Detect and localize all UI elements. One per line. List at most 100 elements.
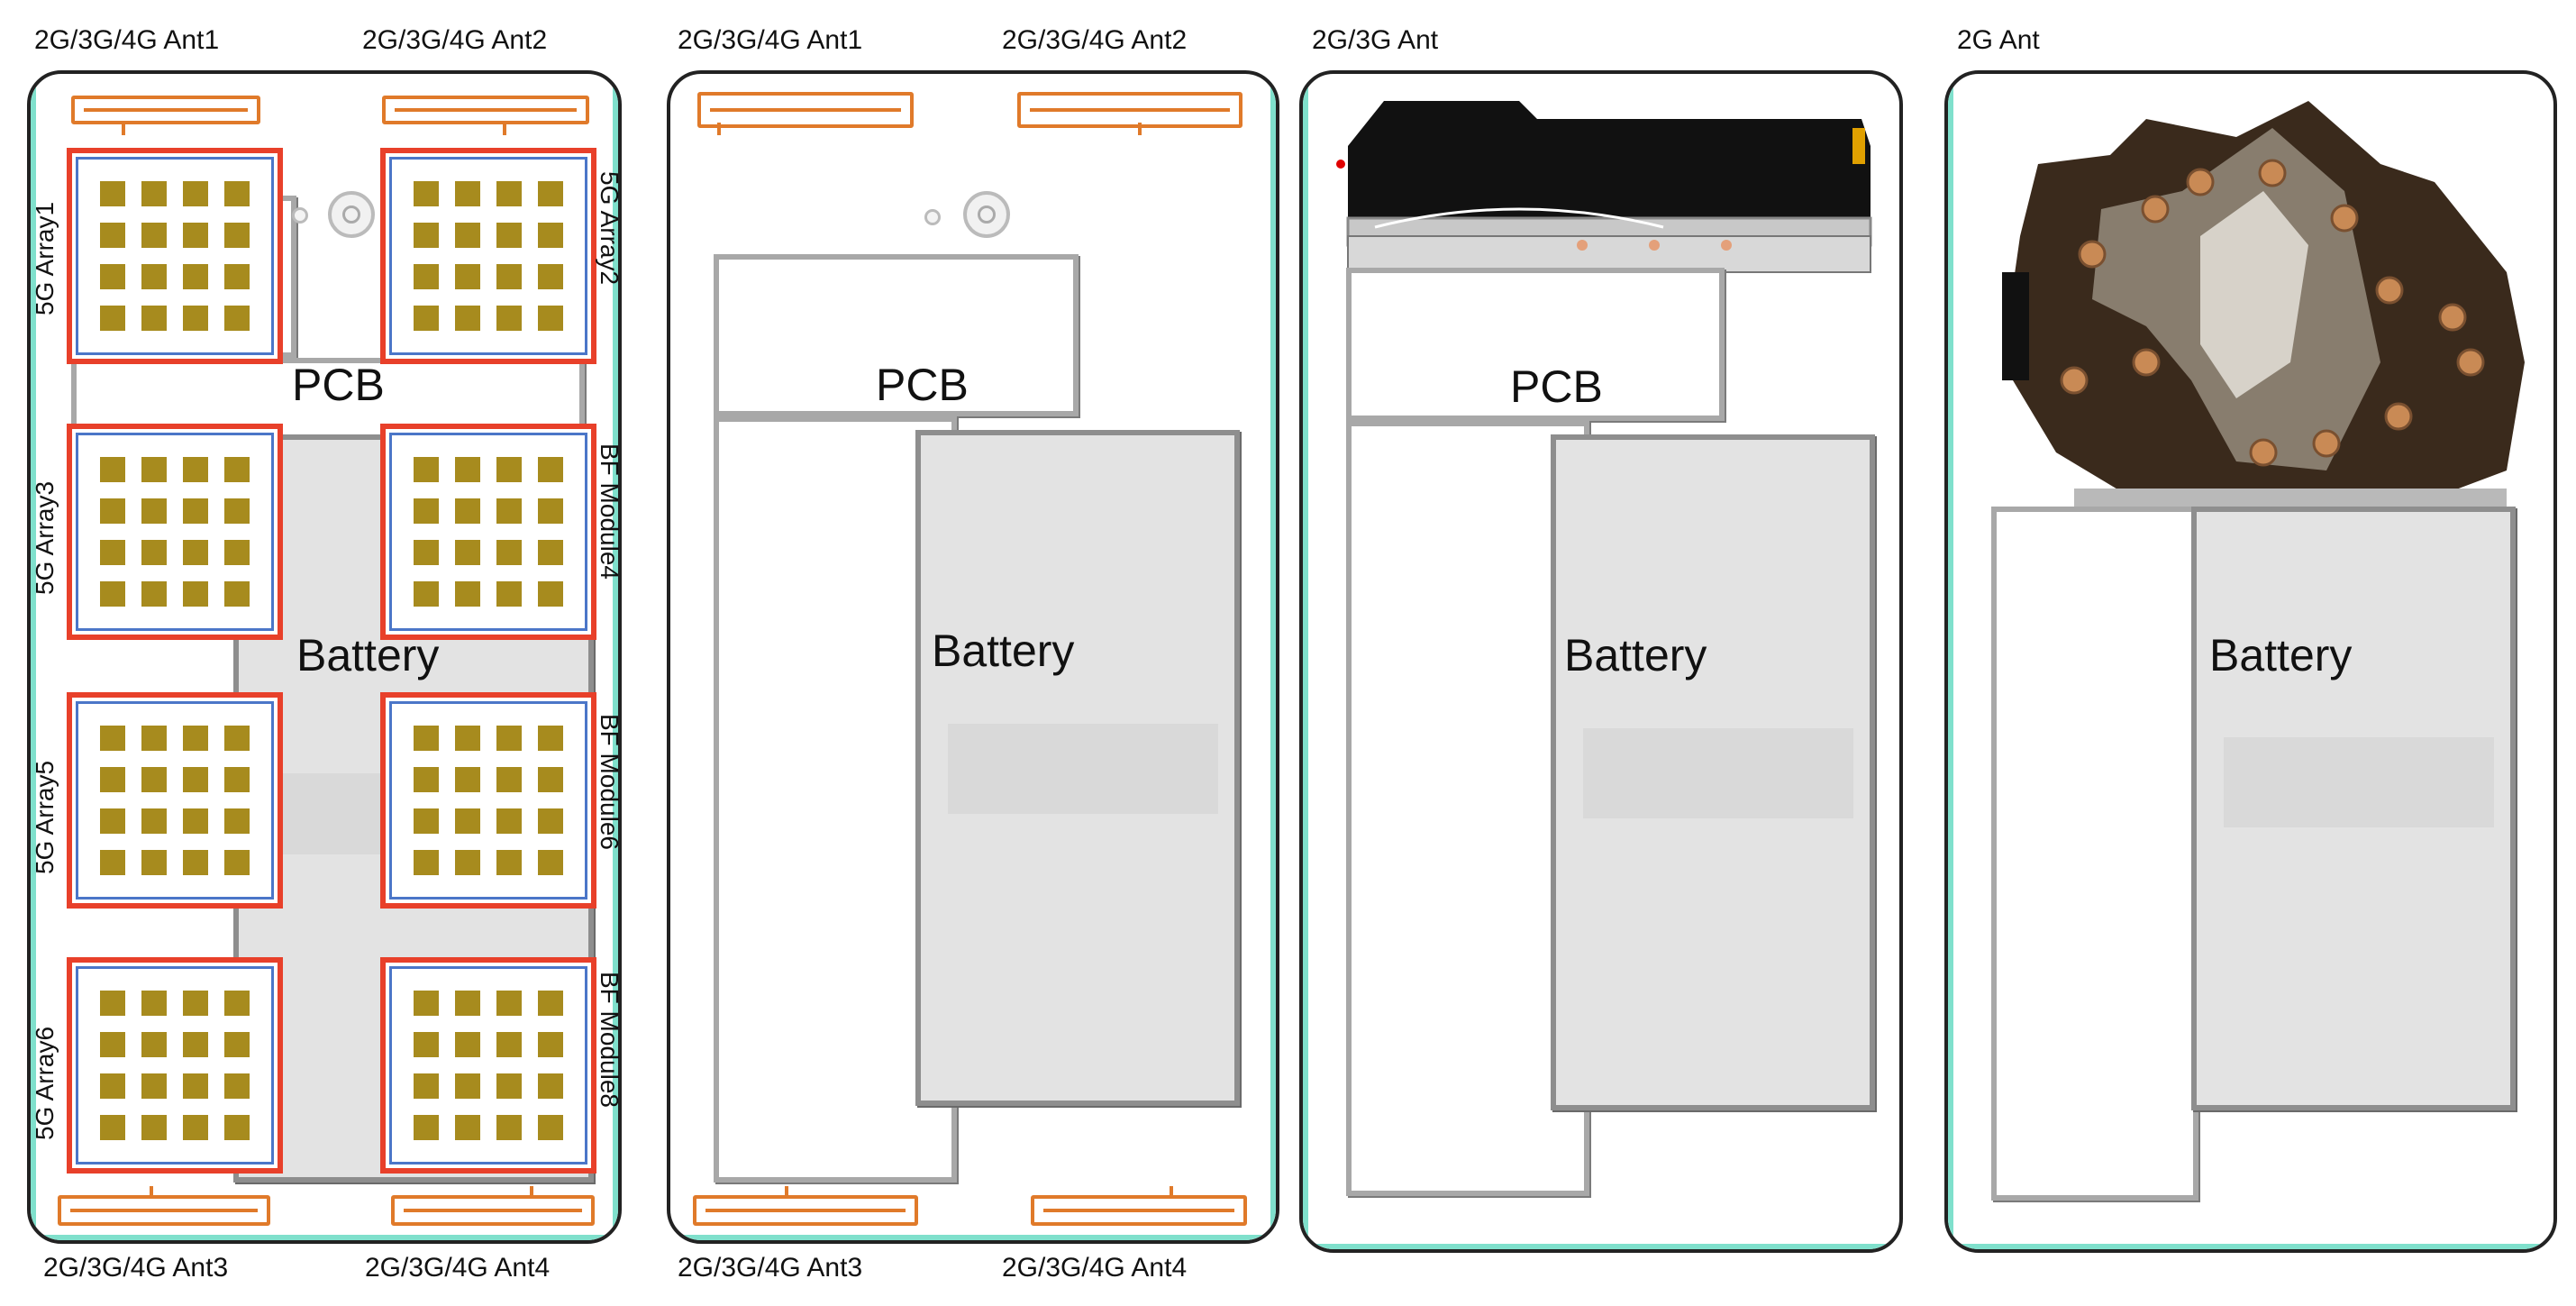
antenna-patch-cell: [92, 449, 133, 490]
antenna-patch: [141, 767, 167, 792]
panel3-pcb-block: [1346, 268, 1725, 421]
antenna-patch-cell: [530, 842, 571, 883]
antenna-patch: [496, 1073, 522, 1099]
antenna-patch: [100, 1073, 125, 1099]
antenna-patch: [455, 850, 480, 875]
antenna-patch: [496, 767, 522, 792]
antenna-patch: [538, 767, 563, 792]
antenna-patch: [538, 540, 563, 565]
antenna-patch-cell: [405, 1107, 447, 1148]
antenna-patch-cell: [133, 1024, 175, 1065]
antenna-patch-cell: [133, 717, 175, 759]
antenna-patch-cell: [216, 717, 258, 759]
panel1-pcb-label: PCB: [292, 360, 385, 410]
panel2-battery: [915, 430, 1240, 1106]
panel1-label-ant2: 2G/3G/4G Ant2: [362, 25, 548, 55]
panel1-label-array3: 5G Array3: [31, 480, 59, 595]
panel4-battery-label: Battery: [2209, 630, 2353, 680]
panel1-label-ant4: 2G/3G/4G Ant4: [365, 1253, 551, 1283]
antenna-patch-cell: [488, 1107, 530, 1148]
antenna-patch-cell: [488, 1065, 530, 1107]
antenna-patch-cell: [92, 759, 133, 800]
antenna-patch-cell: [447, 1107, 488, 1148]
antenna-patch-cell: [133, 173, 175, 215]
antenna-patch-cell: [405, 490, 447, 532]
antenna-patch: [496, 581, 522, 607]
antenna-patch: [455, 181, 480, 206]
antenna-patch-cell: [175, 490, 216, 532]
antenna-patch-cell: [133, 842, 175, 883]
antenna-patch: [100, 767, 125, 792]
panel1-sensor-icon: [292, 207, 308, 224]
antenna-patch-cell: [447, 297, 488, 339]
antenna-patch-cell: [488, 449, 530, 490]
antenna-patch: [224, 1073, 250, 1099]
antenna-patch-cell: [488, 215, 530, 256]
antenna-patch-cell: [405, 173, 447, 215]
antenna-patch: [224, 767, 250, 792]
antenna-patch: [183, 181, 208, 206]
antenna-patch: [414, 581, 439, 607]
panel2-label-ant3: 2G/3G/4G Ant3: [678, 1253, 863, 1283]
antenna-patch: [538, 991, 563, 1016]
panel1-antenna-3: [58, 1186, 270, 1226]
antenna-patch-cell: [405, 256, 447, 297]
antenna-patch-cell: [133, 532, 175, 573]
antenna-patch-cell: [175, 297, 216, 339]
antenna-patch: [455, 1115, 480, 1140]
antenna-patch-cell: [175, 1107, 216, 1148]
antenna-patch-cell: [447, 717, 488, 759]
antenna-patch-cell: [447, 215, 488, 256]
antenna-patch-cell: [447, 449, 488, 490]
antenna-patch-cell: [175, 573, 216, 615]
antenna-patch: [141, 850, 167, 875]
panel2-pcb-block: [714, 254, 1079, 416]
antenna-patch-cell: [405, 759, 447, 800]
antenna-patch: [496, 540, 522, 565]
panel1-array-2: [380, 148, 596, 364]
antenna-patch: [183, 850, 208, 875]
panel3-edge: [1303, 1244, 1899, 1249]
antenna-patch-cell: [133, 297, 175, 339]
antenna-patch: [455, 808, 480, 834]
antenna-patch: [414, 457, 439, 482]
antenna-patch-cell: [175, 173, 216, 215]
antenna-patch-cell: [488, 256, 530, 297]
antenna-patch: [414, 850, 439, 875]
antenna-patch: [455, 264, 480, 289]
antenna-patch-cell: [405, 573, 447, 615]
antenna-patch-cell: [92, 490, 133, 532]
antenna-patch: [224, 850, 250, 875]
antenna-patch: [183, 540, 208, 565]
antenna-patch-cell: [405, 842, 447, 883]
antenna-patch-cell: [216, 1024, 258, 1065]
antenna-patch: [538, 581, 563, 607]
panel3-pcb-block-2: [1346, 421, 1589, 1196]
antenna-patch-cell: [530, 256, 571, 297]
antenna-patch: [414, 767, 439, 792]
panel4-phone: Battery: [1944, 70, 2557, 1253]
antenna-patch-cell: [488, 573, 530, 615]
antenna-patch-cell: [216, 842, 258, 883]
panel1-array-5: [67, 692, 283, 909]
antenna-patch-cell: [92, 215, 133, 256]
antenna-patch-cell: [530, 717, 571, 759]
antenna-patch: [224, 581, 250, 607]
antenna-patch-cell: [92, 573, 133, 615]
antenna-patch-cell: [488, 1024, 530, 1065]
antenna-patch-cell: [175, 717, 216, 759]
antenna-patch: [183, 264, 208, 289]
antenna-patch-cell: [447, 256, 488, 297]
antenna-patch-cell: [133, 1107, 175, 1148]
antenna-patch-cell: [216, 800, 258, 842]
antenna-patch-cell: [405, 717, 447, 759]
panel1-label-array1: 5G Array1: [31, 201, 59, 315]
antenna-patch-cell: [447, 759, 488, 800]
antenna-patch-cell: [175, 800, 216, 842]
antenna-patch: [183, 581, 208, 607]
antenna-patch: [496, 850, 522, 875]
antenna-patch-cell: [530, 490, 571, 532]
antenna-patch: [141, 223, 167, 248]
antenna-patch: [183, 991, 208, 1016]
antenna-patch: [100, 223, 125, 248]
